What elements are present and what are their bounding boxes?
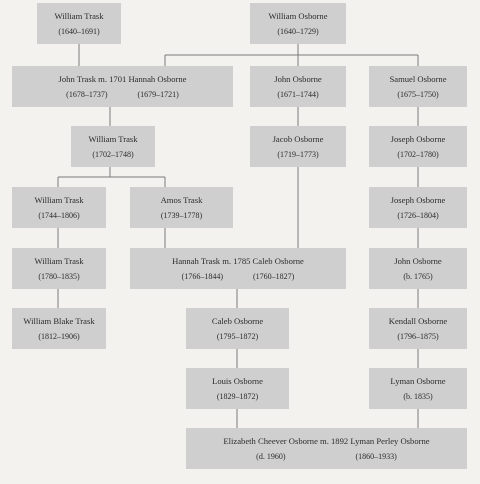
person-box: Caleb Osborne (1795–1872) xyxy=(186,308,289,349)
person-box: John Osborne (b. 1765) xyxy=(369,248,467,289)
person-dates: (b. 1835) xyxy=(403,391,433,401)
person-name: Lyman Osborne xyxy=(390,375,446,386)
person-dates: (1702–1780) xyxy=(397,149,439,159)
person-box: Joseph Osborne (1726–1804) xyxy=(369,187,467,228)
person-box: William Trask (1640–1691) xyxy=(37,3,121,44)
person-name: Amos Trask xyxy=(160,194,203,205)
person-name: William Osborne xyxy=(268,10,328,21)
person-dates: (1860–1933) xyxy=(355,451,397,461)
person-dates: (1675–1750) xyxy=(397,89,439,99)
person-box: Kendall Osborne (1796–1875) xyxy=(369,308,467,349)
person-name: John Osborne xyxy=(394,255,442,266)
person-dates: (1640–1729) xyxy=(277,26,319,36)
person-dates: (1679–1721) xyxy=(137,89,179,99)
person-box: Lyman Osborne (b. 1835) xyxy=(369,368,467,409)
couple-names: Elizabeth Cheever Osborne m. 1892 Lyman … xyxy=(223,435,430,446)
person-name: Jacob Osborne xyxy=(272,133,324,144)
person-box: Samuel Osborne (1675–1750) xyxy=(369,66,467,107)
person-dates: (1702–1748) xyxy=(92,149,134,159)
person-box: John Osborne (1671–1744) xyxy=(250,66,346,107)
person-dates: (1780–1835) xyxy=(38,271,80,281)
person-dates: (d. 1960) xyxy=(256,451,286,461)
couple-names: Hannah Trask m. 1785 Caleb Osborne xyxy=(172,255,304,266)
person-box: Jacob Osborne (1719–1773) xyxy=(250,126,346,167)
couple-dates: (1678–1737) (1679–1721) xyxy=(66,88,179,101)
person-box: William Trask (1702–1748) xyxy=(71,126,155,167)
person-name: Joseph Osborne xyxy=(390,133,446,144)
person-dates: (1640–1691) xyxy=(58,26,100,36)
person-dates: (b. 1765) xyxy=(403,271,433,281)
person-dates: (1795–1872) xyxy=(216,331,259,341)
person-name: John Osborne xyxy=(274,73,322,84)
couple-box: Elizabeth Cheever Osborne m. 1892 Lyman … xyxy=(186,428,467,469)
couple-box: Hannah Trask m. 1785 Caleb Osborne (1766… xyxy=(130,248,346,289)
person-dates: (1796–1875) xyxy=(397,331,439,341)
person-dates: (1744–1806) xyxy=(38,210,80,220)
person-name: Kendall Osborne xyxy=(388,315,448,326)
couple-names: John Trask m. 1701 Hannah Osborne xyxy=(58,73,187,84)
person-box: William Trask (1744–1806) xyxy=(12,187,106,228)
person-box: Joseph Osborne (1702–1780) xyxy=(369,126,467,167)
person-box: Louis Osborne (1829–1872) xyxy=(186,368,289,409)
person-dates: (1726–1804) xyxy=(397,210,439,220)
person-box: William Blake Trask (1812–1906) xyxy=(12,308,106,349)
couple-box: John Trask m. 1701 Hannah Osborne (1678–… xyxy=(12,66,233,107)
person-dates: (1760–1827) xyxy=(253,271,295,281)
person-dates: (1829–1872) xyxy=(216,391,259,401)
person-dates: (1739–1778) xyxy=(160,210,203,220)
person-name: Joseph Osborne xyxy=(390,194,446,205)
person-name: William Trask xyxy=(34,255,84,266)
person-name: William Trask xyxy=(54,10,104,21)
person-dates: (1812–1906) xyxy=(38,331,80,341)
couple-dates: (1766–1844) (1760–1827) xyxy=(182,270,295,283)
person-dates: (1671–1744) xyxy=(277,89,319,99)
person-name: William Trask xyxy=(88,133,138,144)
person-dates: (1719–1773) xyxy=(277,149,319,159)
person-name: Samuel Osborne xyxy=(389,73,447,84)
person-name: William Blake Trask xyxy=(23,315,95,326)
person-dates: (1766–1844) xyxy=(181,271,223,281)
person-box: Amos Trask (1739–1778) xyxy=(130,187,233,228)
person-dates: (1678–1737) xyxy=(66,89,108,99)
person-box: William Osborne (1640–1729) xyxy=(250,3,346,44)
person-name: William Trask xyxy=(34,194,84,205)
person-box: William Trask (1780–1835) xyxy=(12,248,106,289)
couple-dates: (d. 1960) (1860–1933) xyxy=(256,450,397,463)
person-name: Louis Osborne xyxy=(212,375,263,386)
person-name: Caleb Osborne xyxy=(211,315,264,326)
